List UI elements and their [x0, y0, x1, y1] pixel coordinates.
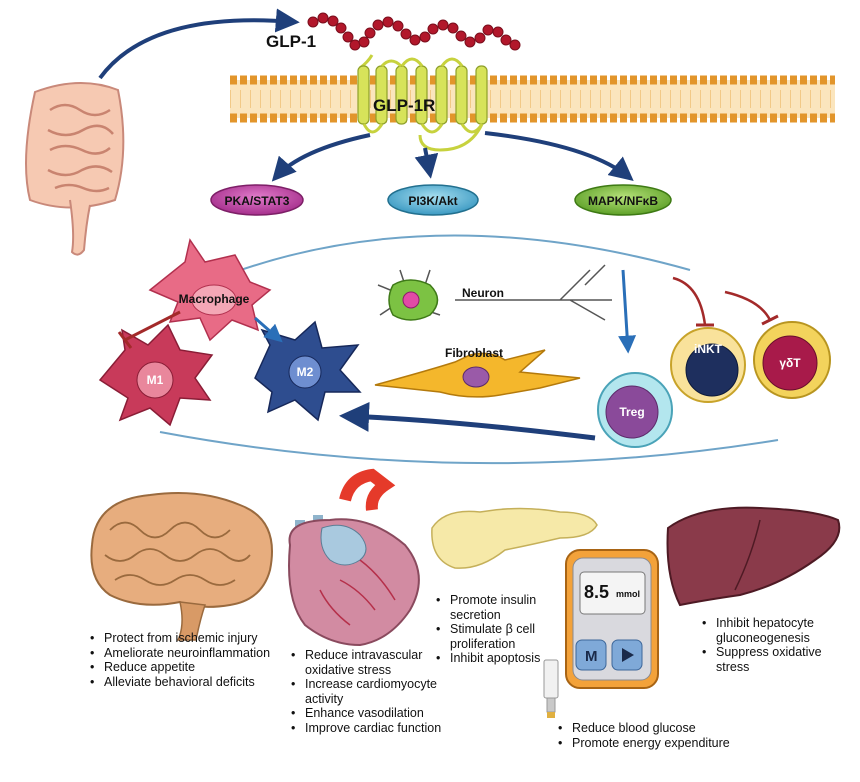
fibroblast-cell: Fibroblast: [374, 346, 581, 398]
heart-effects: Reduce intravascular oxidative stress In…: [289, 648, 453, 735]
meter-unit: mmol: [616, 589, 640, 599]
loop-arc-top: [234, 234, 691, 273]
glucose-effects: Reduce blood glucose Promote energy expe…: [556, 721, 790, 750]
glp1r-receptor: [357, 54, 488, 152]
brain-effect-item: Reduce appetite: [90, 660, 312, 675]
pancreas-effect-item: Promote insulin secretion: [436, 593, 563, 622]
glp1-label: GLP-1: [266, 32, 316, 51]
glucose-meter: 8.5 mmol M: [565, 549, 659, 689]
arrow-to-mapk: [484, 131, 634, 182]
brain-effect-item: Protect from ischemic injury: [90, 631, 312, 646]
neuron-cell: Neuron: [377, 264, 612, 321]
arrow-to-pi3k: [414, 147, 439, 179]
m2-label: M2: [297, 365, 314, 379]
fibroblast-label: Fibroblast: [445, 346, 503, 360]
pancreas-effect-item: Stimulate β cell proliferation: [436, 622, 563, 651]
glp1-peptide: [307, 12, 521, 51]
brain-effect-item: Ameliorate neuroinflammation: [90, 646, 312, 661]
test-strip: [543, 659, 559, 718]
pancreas-illustration: [431, 507, 598, 569]
inhibit-gdt-bar: [761, 314, 779, 326]
liver-effect-item: Inhibit hepatocyte gluconeogenesis: [702, 616, 854, 645]
neuron-label: Neuron: [462, 286, 504, 300]
inhibit-gdt-line: [724, 290, 772, 321]
pathway-pi3k-label: PI3K/Akt: [408, 194, 457, 208]
heart-illustration: [288, 468, 420, 647]
pathway-pka-label: PKA/STAT3: [225, 194, 290, 208]
liver-effect-item: Suppress oxidative stress: [702, 645, 854, 674]
inhibit-m1-line: [124, 310, 181, 342]
gdt-cell: γδT: [753, 321, 831, 399]
arrow-to-treg: [618, 269, 637, 354]
treg-label: Treg: [619, 405, 644, 419]
inkt-cell: iNKT: [670, 327, 746, 403]
m2-cell: M2: [254, 320, 362, 422]
meter-m-button: M: [585, 648, 598, 665]
m1-label: M1: [147, 373, 164, 387]
liver-illustration: [666, 506, 841, 607]
heart-effect-item: Improve cardiac function: [291, 721, 453, 736]
m1-cell: M1: [98, 323, 214, 427]
arrow-to-pka: [271, 133, 371, 182]
brain-illustration: [90, 491, 273, 641]
macrophage-cell: Macrophage: [148, 238, 272, 342]
glucose-effect-item: Promote energy expenditure: [558, 736, 790, 751]
arrow-treg-to-m2: [339, 401, 596, 441]
heart-effect-item: Reduce intravascular oxidative stress: [291, 648, 453, 677]
pathway-mapk-label: MAPK/NFκB: [588, 194, 658, 208]
meter-reading: 8.5: [584, 582, 609, 602]
heart-effect-item: Increase cardiomyocyte activity: [291, 677, 453, 706]
gdt-label: γδT: [779, 356, 801, 370]
inhibit-m1-bar: [117, 331, 133, 349]
pathway-pka: PKA/STAT3: [210, 184, 304, 216]
liver-effects: Inhibit hepatocyte gluconeogenesis Suppr…: [700, 616, 854, 674]
cell-membrane: [230, 75, 835, 123]
pancreas-effects: Promote insulin secretion Stimulate β ce…: [434, 593, 563, 666]
treg-cell: Treg: [597, 372, 673, 448]
pathway-pi3k: PI3K/Akt: [387, 184, 479, 216]
pancreas-effect-item: Inhibit apoptosis: [436, 651, 563, 666]
macrophage-label: Macrophage: [179, 292, 250, 306]
glp1r-label: GLP-1R: [373, 96, 435, 115]
arrow-to-m2: [254, 316, 283, 343]
secretion-arrow: [98, 8, 300, 80]
heart-effect-item: Enhance vasodilation: [291, 706, 453, 721]
play-icon: [622, 648, 634, 662]
intestine-illustration: [25, 82, 125, 256]
brain-effect-item: Alleviate behavioral deficits: [90, 675, 312, 690]
brain-effects: Protect from ischemic injury Ameliorate …: [88, 631, 312, 689]
loop-arc-bottom: [159, 431, 779, 465]
glucose-effect-item: Reduce blood glucose: [558, 721, 790, 736]
inhibit-inkt-line: [672, 276, 707, 326]
pathway-mapk: MAPK/NFκB: [574, 184, 672, 216]
inkt-label: iNKT: [694, 342, 723, 356]
